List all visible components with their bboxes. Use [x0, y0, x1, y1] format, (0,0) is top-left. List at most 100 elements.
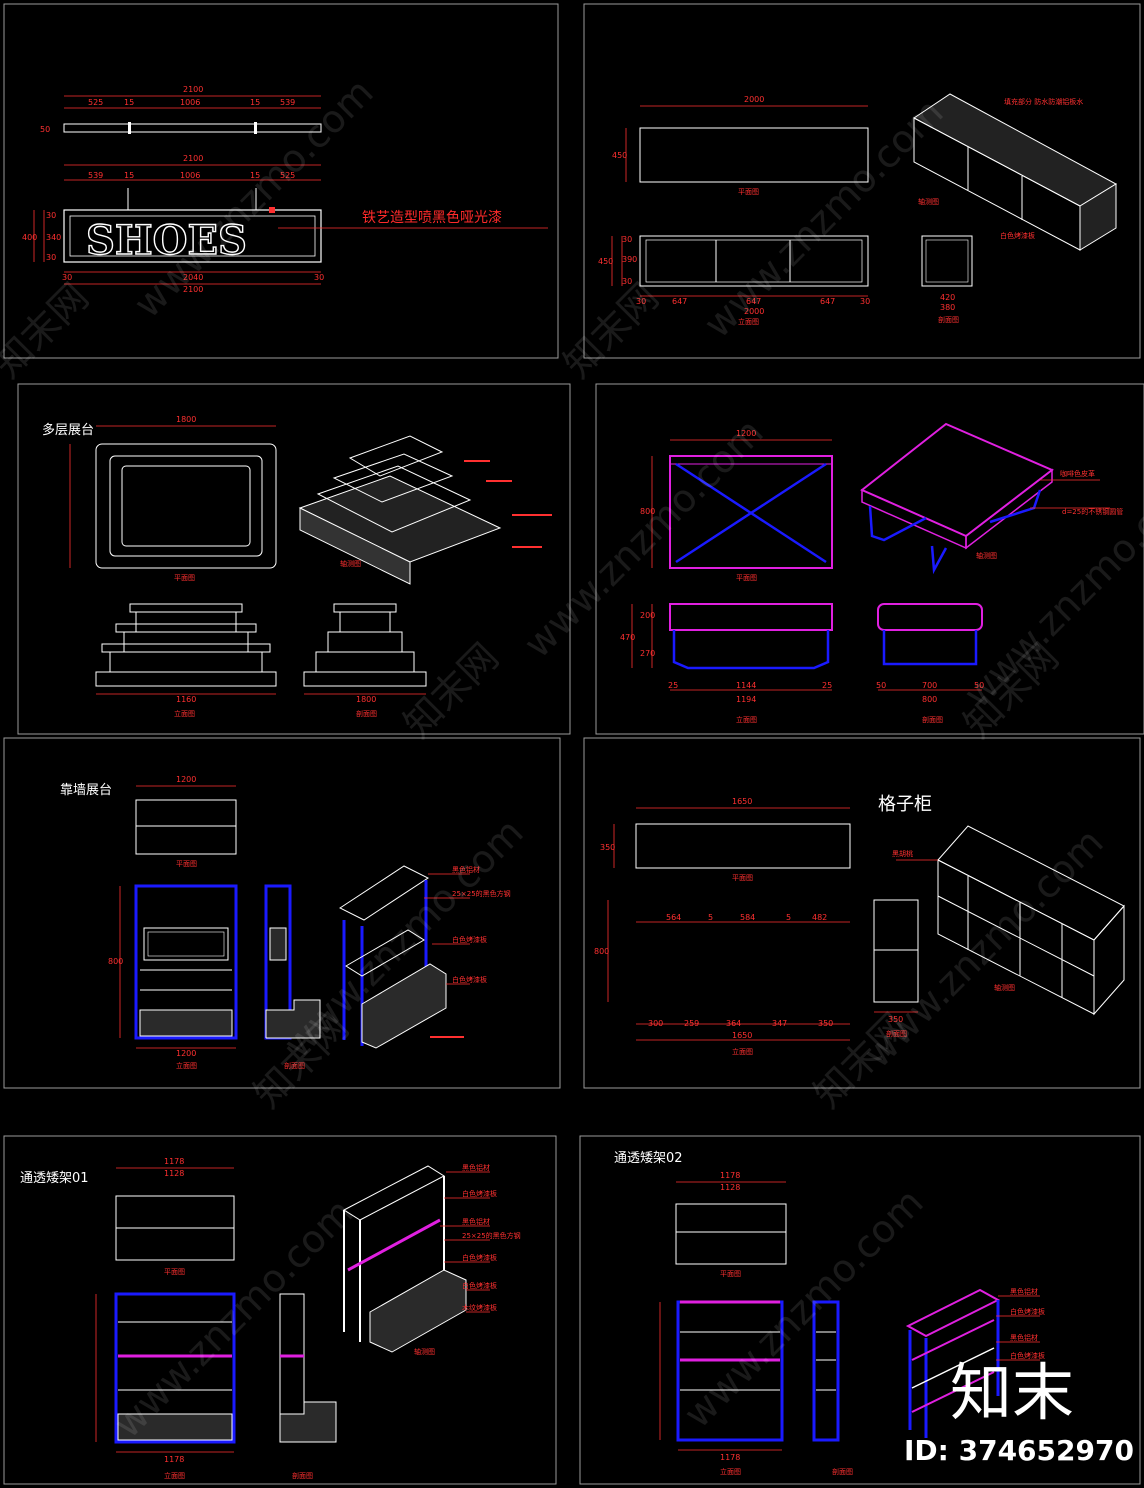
p8-plan-total: 1178 [720, 1171, 740, 1180]
p4-iso-label: 轴测图 [976, 551, 997, 560]
p5-elev-label: 立面图 [176, 1061, 197, 1070]
p6-bottom-dim-4: 347 [772, 1019, 787, 1028]
p1-top-dim-3: 1006 [180, 98, 200, 107]
p1-top-dim-1: 525 [88, 98, 103, 107]
p2-elev-label: 立面图 [738, 317, 759, 326]
p5-iso-note-2: 25×25的黑色方钢 [452, 889, 511, 898]
p2-plan-label: 平面图 [738, 188, 759, 196]
p1-side-dim: 50 [40, 125, 50, 134]
p4-section-total: 800 [922, 695, 937, 704]
panel-wall-display: 靠墙展台 1200 平面图 800 1200 立面图 剖面图 黑色铝材 [3, 737, 561, 1089]
panel-leather-bench: 1200 800 平面图 咖啡色皮革 d=25的不锈钢圆管 轴测图 470 20… [595, 383, 1144, 735]
p2-plan-width: 2000 [744, 95, 764, 104]
panel-grid-cabinet: 格子柜 1650 350 平面图 564 5 584 5 482 800 300… [583, 737, 1141, 1089]
p7-elev-total: 1178 [164, 1455, 184, 1464]
p8-iso-note-3: 黑色铝材 [1010, 1333, 1038, 1342]
sign-text: SHOES [86, 217, 247, 264]
p1-top-dim-5: 539 [280, 98, 295, 107]
watermark-cn-3: 知末网 [395, 635, 507, 747]
p4-elev-dim-3: 25 [822, 681, 832, 690]
p2-elev-dim-5: 30 [860, 297, 870, 306]
p2-elev-dim-3: 647 [746, 297, 761, 306]
p2-iso-note-2: 白色烤漆板 [1000, 231, 1035, 240]
p5-iso-note-4: 白色烤漆板 [452, 975, 487, 984]
p7-iso-note-2: 白色烤漆板 [462, 1189, 497, 1198]
p6-top-dim-4: 5 [786, 913, 791, 922]
p2-plan-depth: 450 [612, 151, 627, 160]
p4-section-dim-1: 50 [876, 681, 886, 690]
watermark-3: www.znzmo.com [515, 410, 771, 666]
p1-bottom-dim-1: 30 [62, 273, 72, 282]
p8-plan-label: 平面图 [720, 1270, 741, 1278]
p5-title: 靠墙展台 [60, 783, 112, 798]
p4-elev-label: 立面图 [736, 715, 757, 724]
p1-mid-dim-5: 525 [280, 171, 295, 180]
p7-section-label: 剖面图 [292, 1471, 313, 1480]
p6-bottom-dim-5: 350 [818, 1019, 833, 1028]
p6-title: 格子柜 [878, 794, 932, 815]
p2-iso-note-1: 填充部分 防水防潮铝板水 [1004, 97, 1083, 106]
p2-side-dim-3: 390 [622, 255, 637, 264]
p2-elev-total: 2000 [744, 307, 764, 316]
p4-elev-dim-2: 1144 [736, 681, 756, 690]
p2-section-label: 剖面图 [938, 315, 959, 324]
p4-plan-width: 1200 [736, 429, 756, 438]
p6-section-label: 剖面图 [886, 1029, 907, 1038]
p1-top-total: 2100 [183, 85, 203, 94]
p4-plan-depth: 800 [640, 507, 655, 516]
p4-elev-total: 1194 [736, 695, 756, 704]
p6-bottom-dim-3: 364 [726, 1019, 741, 1028]
panel-bench: 2000 450 平面图 450 30 390 30 30 647 647 64… [583, 3, 1141, 359]
p1-top-dim-2: 15 [124, 98, 134, 107]
p4-section-dim-3: 50 [974, 681, 984, 690]
p1-material-note: 铁艺造型喷黑色哑光漆 [362, 209, 502, 226]
watermark-cn-2: 知末网 [555, 275, 667, 387]
p2-elev-dim-4: 647 [820, 297, 835, 306]
p1-mid-total: 2100 [183, 154, 203, 163]
p5-iso-note-3: 白色烤漆板 [452, 935, 487, 944]
p7-iso-note-7: 木纹烤漆板 [462, 1303, 497, 1312]
p7-elev-label: 立面图 [164, 1471, 185, 1480]
p2-side-dim-4: 30 [622, 277, 632, 286]
p6-elev-total: 1650 [732, 1031, 752, 1040]
p5-elev-total: 1200 [176, 1049, 196, 1058]
p6-plan-label: 平面图 [732, 874, 753, 882]
p3-title: 多层展台 [42, 422, 94, 438]
p8-iso-note-2: 白色烤漆板 [1010, 1307, 1045, 1316]
p4-section-dim-2: 700 [922, 681, 937, 690]
p4-elev-dim-1: 25 [668, 681, 678, 690]
p8-elev-label: 立面图 [720, 1467, 741, 1476]
watermark-8: www.znzmo.com [675, 1180, 931, 1436]
p2-iso-label: 轴测图 [918, 197, 939, 206]
image-id: ID: 374652970 [904, 1434, 1134, 1467]
p4-side-dim-3: 270 [640, 649, 655, 658]
p1-left-dim-2: 30 [46, 211, 56, 220]
p7-iso-note-5: 白色烤漆板 [462, 1253, 497, 1262]
p1-top-dim-4: 15 [250, 98, 260, 107]
p7-iso-note-3: 黑色铝材 [462, 1217, 490, 1226]
p5-iso-note-1: 黑色铝材 [452, 865, 480, 874]
p6-elev-label: 立面图 [732, 1047, 753, 1056]
p1-bottom-dim-3: 30 [314, 273, 324, 282]
p5-plan-total: 1200 [176, 775, 196, 784]
p6-bottom-dim-1: 300 [648, 1019, 663, 1028]
p7-plan-label: 平面图 [164, 1268, 185, 1276]
panel-open-shelf-01: 通透矮架01 1178 1128 平面图 1178 立面图 剖面图 [3, 1135, 557, 1485]
p1-left-dim-3: 340 [46, 233, 61, 242]
brand-logo: 知末 [950, 1356, 1074, 1429]
p4-iso-note-1: 咖啡色皮革 [1060, 469, 1095, 478]
p5-height: 800 [108, 957, 123, 966]
p2-side-dim-1: 450 [598, 257, 613, 266]
p6-top-dim-2: 5 [708, 913, 713, 922]
p1-left-dim-4: 30 [46, 253, 56, 262]
watermark-1: www.znzmo.com [125, 70, 381, 326]
p7-plan-inner: 1128 [164, 1169, 184, 1178]
panel-open-shelf-02: 通透矮架02 1178 1128 平面图 1178 立面图 剖面图 [579, 1135, 1141, 1485]
p8-section-label: 剖面图 [832, 1467, 853, 1476]
panel-multi-tier: 多层展台 1800 平面图 轴测图 1160 立面图 [17, 383, 571, 735]
p3-plan-total: 1800 [176, 415, 196, 424]
p1-bottom-total: 2100 [183, 285, 203, 294]
p1-mid-dim-1: 539 [88, 171, 103, 180]
p3-plan-label: 平面图 [174, 574, 195, 582]
